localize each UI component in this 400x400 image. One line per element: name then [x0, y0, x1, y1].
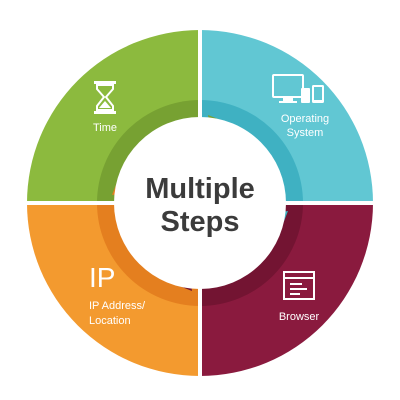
- hourglass-icon: [94, 81, 116, 114]
- ip-text-icon: IP: [89, 262, 115, 293]
- ip-address-label-line1: IP Address/: [89, 300, 146, 312]
- operating-system-label-line2: System: [287, 127, 324, 139]
- browser-label: Browser: [279, 311, 320, 323]
- center-title-line1: Multiple: [145, 173, 255, 205]
- operating-system-label-line1: Operating: [281, 113, 329, 125]
- monitor-devices-icon: [272, 74, 324, 103]
- ip-address-label-line2: Location: [89, 315, 131, 327]
- browser-window-icon: [283, 271, 315, 300]
- time-label: Time: [93, 122, 117, 134]
- center-title-line2: Steps: [161, 206, 240, 238]
- center-circle: [114, 117, 286, 289]
